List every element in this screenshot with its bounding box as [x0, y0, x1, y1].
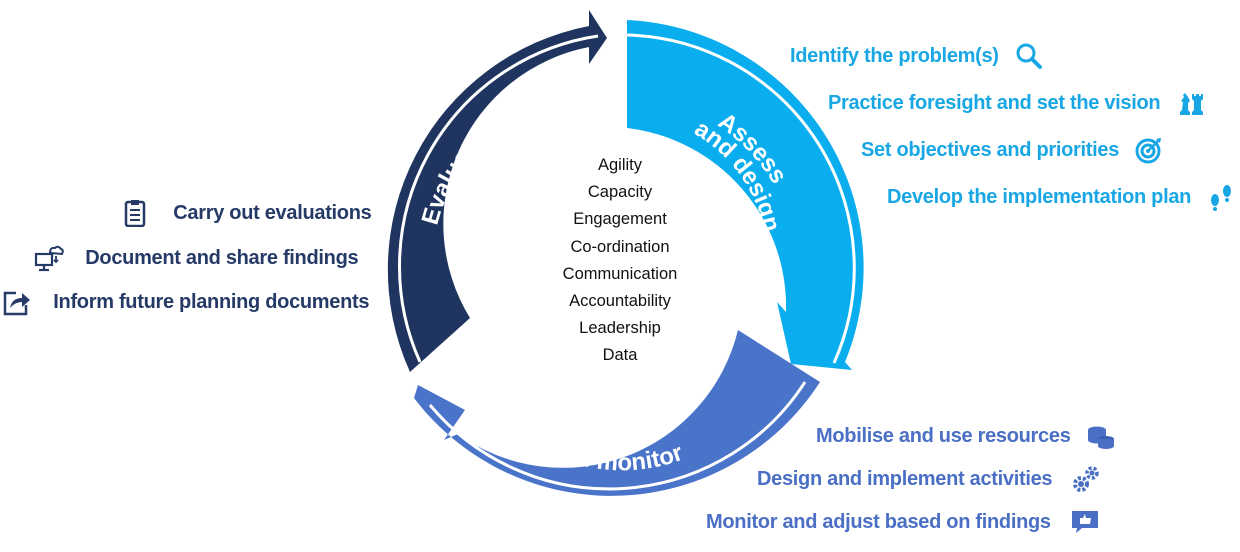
- implement-item-label: Monitor and adjust based on findings: [706, 511, 1051, 533]
- implement-item-monitor-adjust: Monitor and adjust based on findings: [706, 508, 1100, 536]
- implement-item-mobilise: Mobilise and use resources: [816, 422, 1116, 450]
- evaluate-item-label: Carry out evaluations: [173, 202, 372, 224]
- assess-item-label: Develop the implementation plan: [887, 186, 1192, 208]
- assess-item-foresight: Practice foresight and set the vision: [828, 89, 1206, 117]
- assess-item-identify-problem: Identify the problem(s): [790, 42, 1044, 70]
- gears-icon: [1072, 466, 1099, 492]
- center-item: Leadership: [579, 319, 661, 338]
- footsteps-icon: [1211, 185, 1232, 211]
- center-item: Co-ordination: [570, 237, 670, 256]
- assess-item-objectives: Set objectives and priorities: [861, 136, 1164, 164]
- center-item: Agility: [597, 156, 642, 174]
- share-arrow-icon: [3, 291, 30, 316]
- assess-item-label: Set objectives and priorities: [861, 139, 1120, 161]
- center-item: Accountability: [569, 292, 671, 311]
- implement-item-label: Design and implement activities: [757, 468, 1053, 490]
- assess-design-inner-line: [626, 33, 856, 364]
- center-item: Capacity: [587, 183, 653, 202]
- assess-design-segment: [627, 20, 864, 370]
- center-item: Engagement: [573, 210, 667, 229]
- implement-monitor-segment: [414, 330, 820, 496]
- target-icon: [1135, 138, 1162, 164]
- evaluate-item-carry-out: Carry out evaluations: [120, 199, 372, 227]
- assess-item-implementation-plan: Develop the implementation plan: [887, 183, 1236, 211]
- clipboard-icon: [124, 200, 146, 227]
- magnifier-icon: [1016, 43, 1042, 69]
- evaluate-item-label: Document and share findings: [85, 247, 359, 269]
- evaluate-learn-segment: [387, 10, 607, 372]
- chess-pieces-icon: [1179, 93, 1203, 115]
- assess-item-label: Identify the problem(s): [790, 45, 999, 67]
- evaluate-item-inform-planning: Inform future planning documents: [2, 288, 370, 316]
- cloud-computer-icon: [34, 245, 64, 272]
- thumbs-up-chat-icon: [1072, 511, 1099, 533]
- evaluate-item-label: Inform future planning documents: [53, 291, 370, 313]
- assess-item-label: Practice foresight and set the vision: [828, 92, 1161, 114]
- evaluate-item-document-share: Document and share findings: [34, 244, 359, 272]
- evaluate-learn-inner-line: [398, 34, 599, 363]
- center-item: Communication: [562, 264, 678, 283]
- center-item: Data: [602, 346, 638, 365]
- coins-icon: [1087, 426, 1114, 449]
- implement-item-design-activities: Design and implement activities: [757, 465, 1102, 493]
- center-principles-list: Agility Capacity Engagement Co-ordinatio…: [540, 152, 700, 370]
- implement-item-label: Mobilise and use resources: [816, 425, 1071, 447]
- implement-monitor-inner-line: [428, 381, 807, 491]
